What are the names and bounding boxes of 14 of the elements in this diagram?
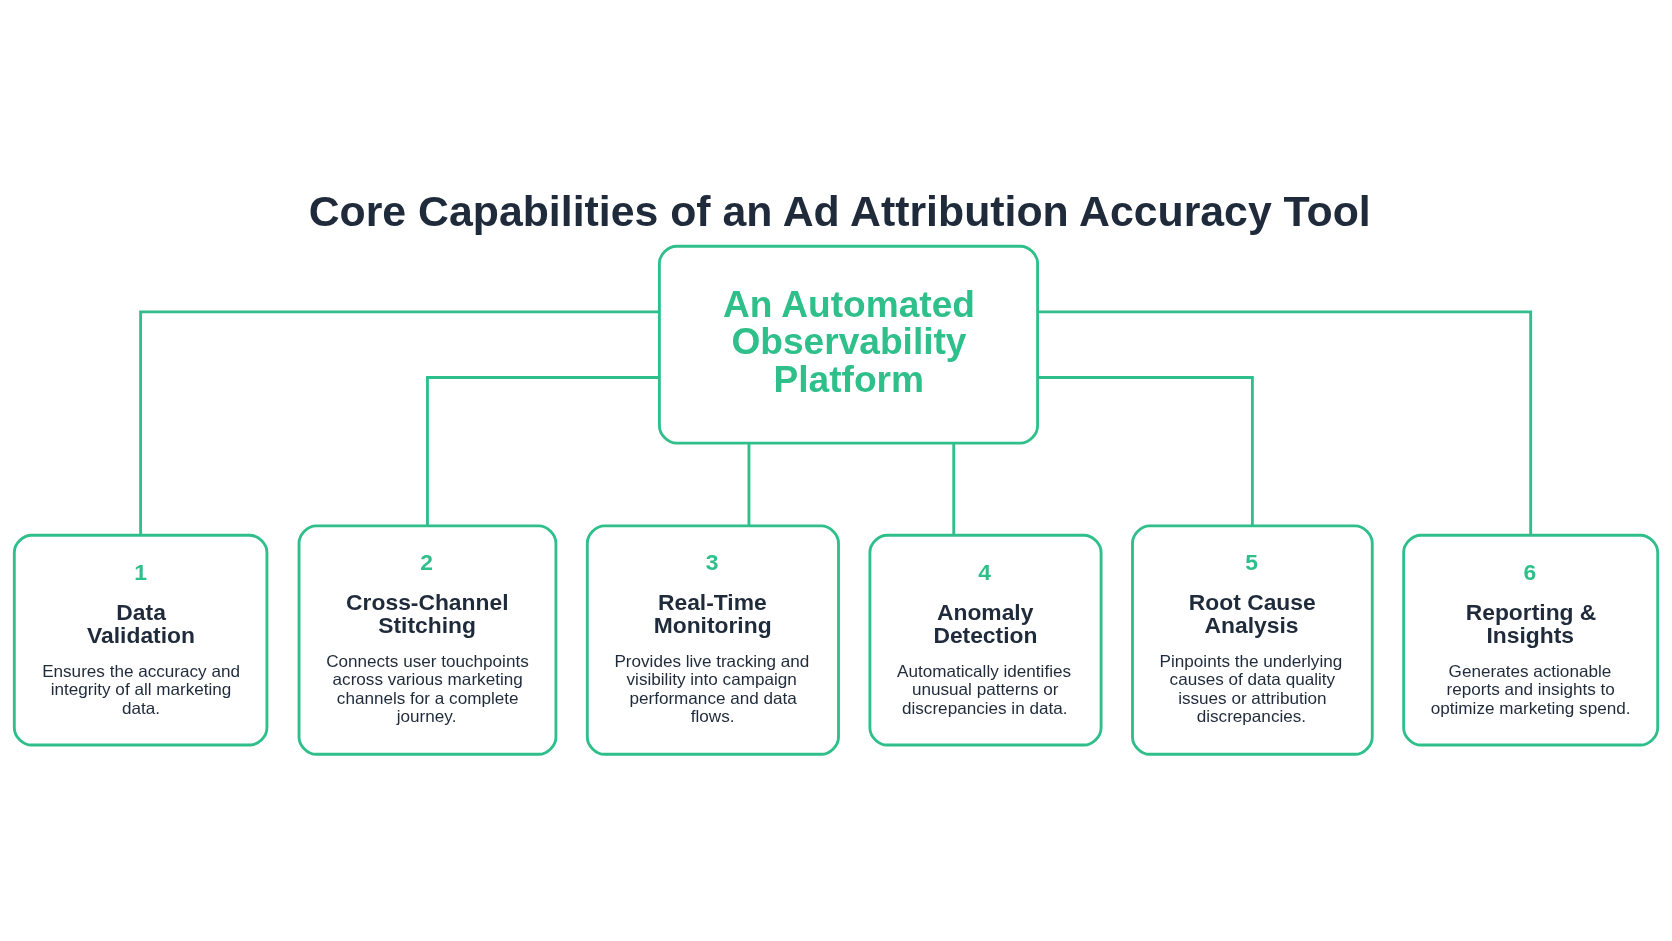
- node-box: 6 Reporting & Insights Generates actionable reports and insights to optimize marketing spend.: [1402, 533, 1660, 746]
- connector: [747, 443, 751, 526]
- diagram-title: Core Capabilities of an Ad Attribution Accuracy Tool: [308, 186, 1371, 235]
- node-box: 4 Anomaly Detection Automatically identifies unusual patterns or discrepancies in data.: [868, 533, 1103, 746]
- connector: [139, 309, 660, 535]
- node-box: An Automated Observability Platform: [657, 244, 1039, 445]
- connector: [1037, 309, 1533, 535]
- node-box: 2 Cross-Channel Stitching Connects user touchpoints across various marketing channels for a complete journey.: [297, 524, 558, 756]
- node-box: 3 Real-Time Monitoring Provides live tracking and visibility into campaign performance and data flows.: [585, 524, 840, 756]
- connector: [952, 443, 956, 535]
- node-box: 5 Root Cause Analysis Pinpoints the underlying causes of data quality issues or attribution discrepancies.: [1131, 524, 1374, 756]
- connector: [426, 375, 659, 526]
- connector: [1038, 375, 1254, 526]
- node-box: 1 Data Validation Ensures the accuracy and integrity of all marketing data.: [12, 533, 269, 746]
